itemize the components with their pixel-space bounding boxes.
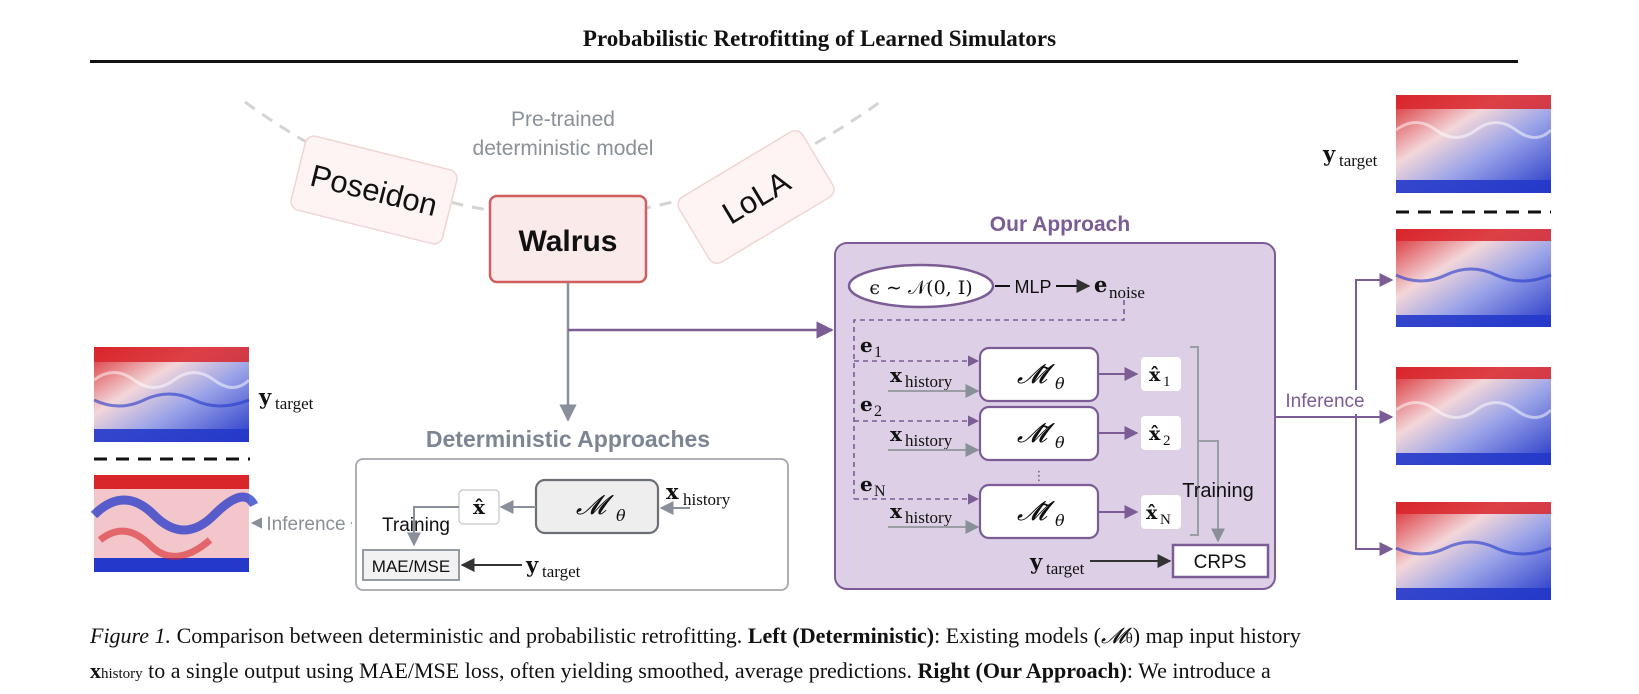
mae-mse-label: MAE/MSE bbox=[372, 557, 450, 576]
caption-text: to a single output using MAE/MSE loss, o… bbox=[148, 658, 912, 683]
title-rule bbox=[90, 60, 1518, 63]
en-label: e bbox=[860, 472, 873, 496]
pretrained-label: Pre-trained bbox=[511, 108, 615, 131]
approach-inference-label-bg bbox=[1280, 390, 1370, 414]
output-1-label: x̂ bbox=[1149, 364, 1161, 386]
x-history-1-label: x bbox=[890, 363, 903, 387]
pretrained-label: deterministic model bbox=[473, 137, 654, 160]
caption-text: : Existing models ( bbox=[934, 623, 1101, 648]
sample-n-field-image bbox=[1395, 502, 1552, 600]
x-history-sub: history bbox=[683, 490, 731, 509]
mlp-label: MLP bbox=[1014, 277, 1051, 297]
crps-label: CRPS bbox=[1194, 552, 1247, 573]
noise-ellipse bbox=[847, 263, 995, 309]
right-y-target-sub: target bbox=[1339, 151, 1378, 170]
caption-sentence: Comparison between deterministic and pro… bbox=[176, 623, 743, 648]
x-history-n-label: x bbox=[890, 499, 903, 523]
output-n-sub: N bbox=[1160, 512, 1171, 528]
walrus-model-card: Walrus bbox=[488, 194, 648, 284]
model-sub-n: θ bbox=[1055, 511, 1065, 530]
left-target-field-image bbox=[93, 347, 251, 442]
x-history-2-label: x bbox=[890, 422, 903, 446]
e1-sub: 1 bbox=[874, 344, 882, 361]
left-deterministic-field-image bbox=[90, 475, 259, 572]
caption-model-symbol: 𝓜 bbox=[1100, 623, 1126, 648]
en-sub: N bbox=[874, 483, 886, 500]
vdots: ⋮ bbox=[1033, 469, 1046, 484]
mae-mse-box bbox=[362, 549, 460, 581]
approach-title: Our Approach bbox=[990, 213, 1130, 236]
caption-line: Figure 1. Comparison between determinist… bbox=[90, 620, 1518, 655]
deterministic-training-label: Training bbox=[382, 515, 450, 536]
approach-training-label: Training bbox=[1182, 480, 1254, 502]
approach-y-target-label: y bbox=[1029, 549, 1043, 574]
deterministic-title: Deterministic Approaches bbox=[426, 426, 710, 452]
output-2-label: x̂ bbox=[1149, 423, 1161, 445]
training-arrow bbox=[1198, 440, 1225, 543]
output-1-sub: 1 bbox=[1163, 374, 1171, 390]
right-heading: Right (Our Approach) bbox=[917, 658, 1127, 683]
caption-text: ) map input history bbox=[1132, 623, 1301, 648]
right-target-field-image bbox=[1395, 95, 1553, 193]
left-y-target-label: y bbox=[258, 384, 272, 409]
output-n-box bbox=[1141, 495, 1181, 529]
xhat-to-loss-arrow bbox=[407, 506, 459, 547]
noise-formula: ϵ ∼ 𝒩(0, I) bbox=[869, 277, 972, 299]
e-noise-sub: noise bbox=[1109, 283, 1145, 302]
figure-label: Figure 1. bbox=[90, 623, 172, 648]
caption-x-sub: history bbox=[101, 666, 143, 682]
deterministic-inference-label: Inference bbox=[266, 514, 345, 535]
sample-1-field-image bbox=[1395, 229, 1552, 327]
output-n-label: x̂ bbox=[1146, 502, 1158, 524]
x-history-1-sub: history bbox=[905, 372, 953, 391]
x-history-2-sub: history bbox=[905, 431, 953, 450]
caption-text: : We introduce a bbox=[1126, 658, 1271, 683]
noise-dashed-path bbox=[853, 300, 1125, 499]
approach-y-target-sub: target bbox=[1046, 559, 1085, 578]
crps-box bbox=[1171, 543, 1270, 579]
x-history-n-sub: history bbox=[905, 508, 953, 527]
right-y-target-label: y bbox=[1322, 141, 1336, 166]
poseidon-model-card: Poseidon bbox=[290, 135, 458, 245]
x-history-label: x bbox=[666, 479, 679, 504]
figure-caption: Figure 1. Comparison between determinist… bbox=[90, 620, 1518, 690]
output-2-box bbox=[1141, 416, 1181, 450]
e2-sub: 2 bbox=[874, 403, 882, 420]
model-sub-1: θ bbox=[1055, 374, 1065, 393]
lola-model-card: LoLA bbox=[677, 129, 835, 265]
y-target-label: y bbox=[525, 552, 539, 577]
sample-2-field-image bbox=[1395, 367, 1553, 465]
left-heading: Left (Deterministic) bbox=[747, 623, 935, 648]
e1-label: e bbox=[860, 333, 873, 357]
xhat-label: x̂ bbox=[473, 495, 486, 519]
approach-inference-label: Inference bbox=[1285, 391, 1364, 412]
caption-x: x bbox=[90, 658, 101, 683]
inference-arrow-top bbox=[1355, 273, 1394, 417]
y-target-sub: target bbox=[542, 562, 581, 581]
caption-line: xhistory to a single output using MAE/MS… bbox=[90, 655, 1518, 690]
output-2-sub: 2 bbox=[1163, 433, 1171, 449]
model-sub-2: θ bbox=[1055, 433, 1065, 452]
running-title: Probabilistic Retrofitting of Learned Si… bbox=[582, 26, 1057, 51]
caption-model-sub: θ bbox=[1125, 631, 1133, 647]
figure-1: Pre-trained deterministic model Poseidon… bbox=[90, 95, 1553, 600]
walrus-label: Walrus bbox=[519, 225, 618, 258]
inference-arrow-bottom bbox=[1355, 417, 1394, 556]
output-1-box bbox=[1141, 357, 1181, 391]
inference-label-bg bbox=[262, 512, 351, 536]
e-noise-label: e bbox=[1094, 272, 1107, 297]
left-y-target-sub: target bbox=[275, 394, 314, 413]
deterministic-model-sub: θ bbox=[616, 506, 626, 525]
e2-label: e bbox=[860, 392, 873, 416]
